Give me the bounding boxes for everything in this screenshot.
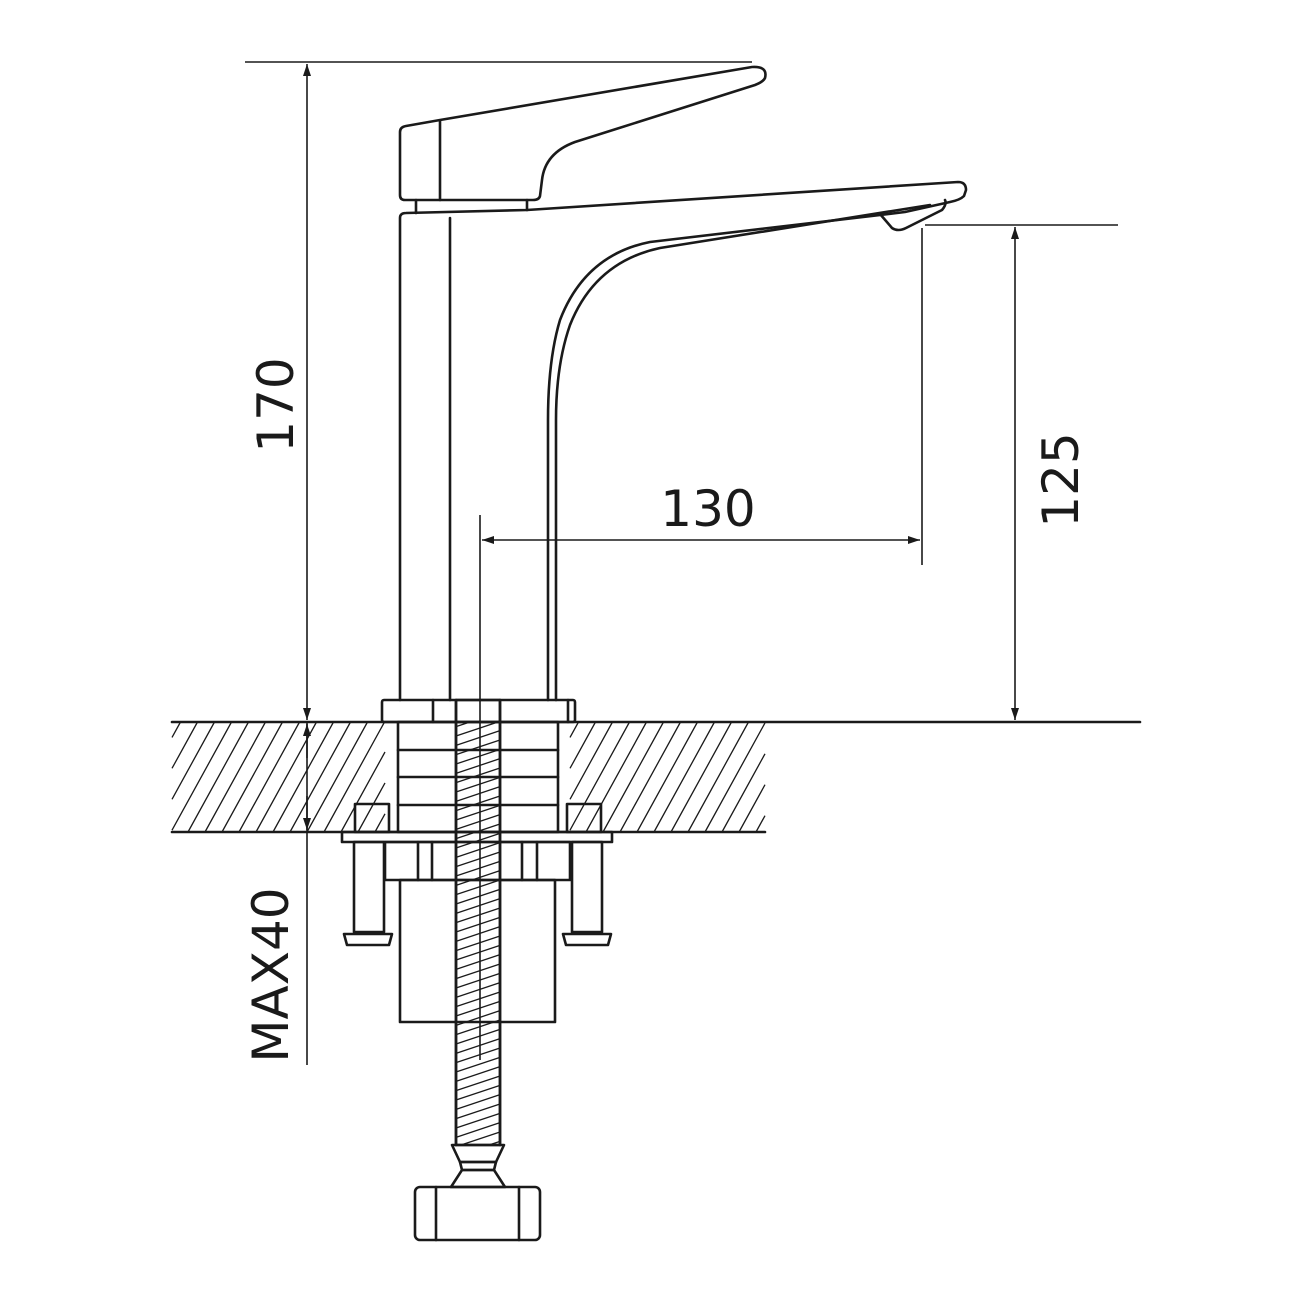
dimension-spout-reach: 130	[482, 228, 923, 565]
hatch-line	[455, 954, 501, 970]
lever-handle	[398, 65, 767, 215]
hatch-line	[455, 842, 501, 858]
hatch-line	[238, 721, 301, 833]
hatch-line	[670, 721, 733, 833]
dimension-label-130: 130	[660, 480, 755, 538]
hatch-line	[455, 1028, 501, 1045]
hatch-line	[569, 721, 597, 769]
hatch-line	[455, 804, 501, 821]
dimension-label-170: 170	[247, 357, 305, 452]
hatch-line	[171, 721, 216, 800]
hatch-line	[455, 721, 471, 728]
hatch-line	[687, 721, 750, 833]
aerator	[878, 198, 947, 232]
hatch-line	[171, 721, 199, 769]
hatch-line	[221, 721, 284, 833]
hatch-line	[171, 721, 182, 738]
hatch-line	[455, 1019, 501, 1036]
hatch-line	[455, 898, 501, 914]
hatch-line	[569, 721, 631, 831]
hatch-line	[455, 832, 501, 849]
hatch-line	[755, 815, 766, 833]
hatch-line	[374, 813, 386, 833]
lower-cylinder	[398, 878, 557, 1024]
hatch-line	[721, 753, 766, 833]
hatch-line	[272, 721, 335, 833]
hatch-line	[289, 721, 352, 833]
hatch-line	[455, 888, 501, 905]
base-escutcheon	[380, 698, 577, 724]
hatch-line	[455, 1084, 501, 1101]
hatch-line	[455, 814, 501, 830]
hatch-line	[455, 991, 501, 1008]
dimension-label-125: 125	[1032, 432, 1090, 527]
dimension-max-counter: MAX40	[242, 722, 311, 1065]
hatch-line	[455, 1000, 501, 1017]
hatch-line	[602, 721, 665, 833]
hatch-line	[455, 1038, 501, 1054]
hatch-line	[455, 982, 501, 998]
hatch-line	[455, 1122, 501, 1138]
hatch-line	[455, 916, 501, 933]
hatch-line	[455, 851, 501, 868]
hatch-line	[455, 739, 501, 756]
hatch-line	[455, 767, 501, 784]
hatch-line	[569, 721, 580, 738]
hatch-line	[455, 926, 501, 942]
hatch-line	[455, 907, 501, 924]
countertop-section-hatch	[171, 721, 766, 833]
hatch-line	[455, 786, 501, 802]
hatch-line	[455, 963, 501, 980]
hatch-line	[636, 721, 699, 833]
hatch-line	[585, 721, 648, 833]
hatch-line	[455, 1047, 501, 1064]
hatch-line	[171, 721, 233, 831]
hatch-line	[460, 1131, 501, 1146]
hatch-line	[455, 1066, 501, 1082]
mounting-bolts	[342, 840, 613, 947]
hatch-line	[455, 758, 501, 774]
dimension-label-max40: MAX40	[242, 887, 300, 1062]
hatch-line	[455, 776, 501, 793]
hatch-line	[455, 795, 501, 812]
hatch-line	[306, 721, 369, 833]
dimension-spout-height: 125	[925, 224, 1118, 720]
hatch-line	[455, 1010, 501, 1026]
hatch-line	[455, 1056, 501, 1073]
hatch-line	[455, 860, 501, 877]
countertop	[170, 720, 1142, 834]
hatch-line	[323, 721, 386, 833]
hatch-line	[455, 944, 501, 961]
hatch-line	[455, 1075, 501, 1092]
hatch-line	[357, 782, 386, 833]
dimension-total-height: 170	[245, 61, 752, 720]
hatch-line	[204, 721, 267, 833]
hatch-line	[455, 721, 499, 737]
hatch-line	[455, 935, 501, 952]
hatch-line	[455, 748, 501, 765]
hatch-line	[455, 730, 501, 746]
hatch-line	[455, 870, 501, 886]
hatch-line	[653, 721, 716, 833]
threaded-rod	[454, 698, 502, 1147]
hose-connector-nut	[413, 1143, 542, 1242]
faucet-body-and-spout	[398, 180, 968, 702]
hatch-line	[455, 823, 501, 840]
hatch-line	[738, 784, 766, 833]
hatch-line	[455, 1094, 501, 1110]
hatch-line	[455, 879, 501, 896]
mounting-nut	[383, 840, 572, 882]
hatch-line	[455, 1112, 501, 1129]
hatch-line	[704, 722, 766, 833]
hatch-line	[569, 721, 614, 800]
hatch-line	[455, 972, 501, 989]
hatch-line	[455, 1103, 501, 1120]
hatch-line	[619, 721, 682, 833]
hatch-line	[340, 751, 386, 833]
hatch-line	[187, 721, 250, 833]
